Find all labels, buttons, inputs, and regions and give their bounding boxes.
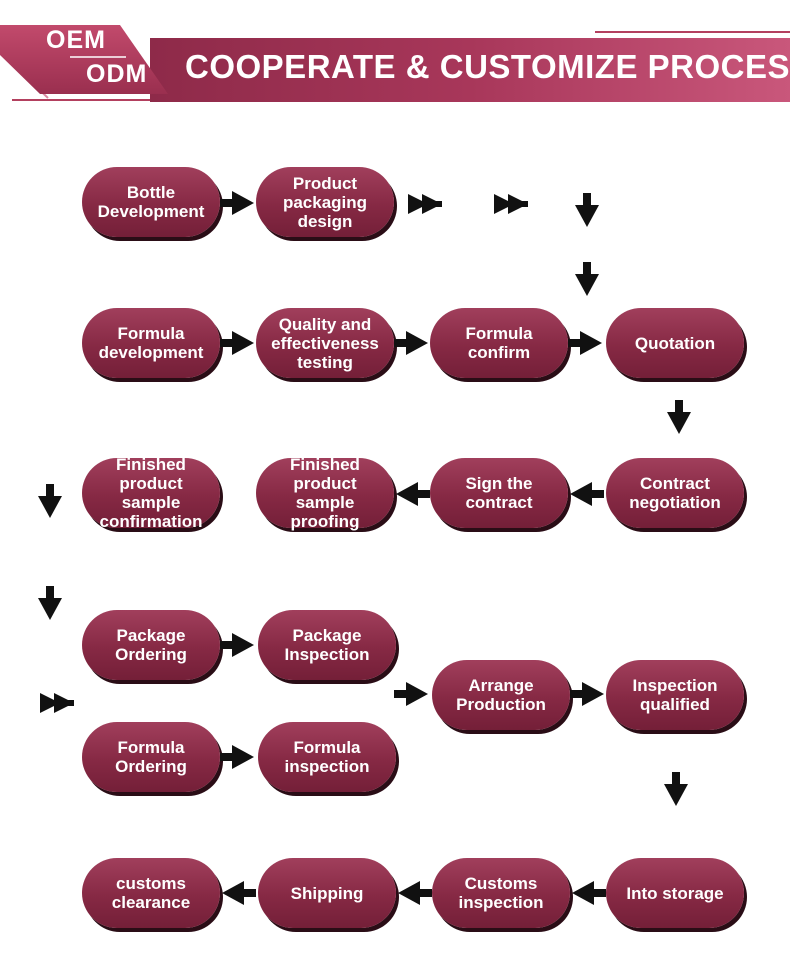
step-shipping: Shipping: [258, 858, 396, 928]
banner-background: [0, 25, 790, 102]
double-arrow-right: [408, 194, 442, 214]
step-finished-sample-proofing: Finished product sample proofing: [256, 455, 394, 531]
step-finished-sample-confirmation: Finished product sample confirmation: [82, 455, 220, 531]
step-customs-inspection: Customs inspection: [432, 858, 570, 928]
step-label: Product packaging design: [282, 173, 368, 231]
page-title: COOPERATE & CUSTOMIZE PROCESS: [185, 48, 790, 85]
arrow-right: [568, 331, 602, 355]
step-inspection-qualified: Inspection qualified: [606, 660, 744, 730]
step-formula-development: Formula development: [82, 308, 220, 378]
step-label: Formula confirm: [465, 324, 533, 362]
step-bottle-development: Bottle Development: [82, 167, 220, 237]
arrow-down: [667, 400, 691, 434]
arrow-right: [220, 633, 254, 657]
step-label: Formula inspection: [284, 738, 370, 776]
arrow-down: [575, 262, 599, 296]
arrow-right: [570, 682, 604, 706]
arrow-down: [575, 193, 599, 227]
header-banner: OEM ODM COOPERATE & CUSTOMIZE PROCESS: [0, 0, 790, 110]
step-label: Shipping: [290, 883, 364, 903]
step-customs-clearance: customs clearance: [82, 858, 220, 928]
step-label: Finished product sample confirmation: [99, 455, 203, 531]
step-label: Package Inspection: [284, 626, 370, 664]
step-label: Formula development: [98, 324, 204, 362]
arrow-left: [222, 881, 256, 905]
arrow-right: [394, 682, 428, 706]
arrow-right: [220, 191, 254, 215]
step-label: Inspection qualified: [632, 676, 718, 714]
step-label: Finished product sample proofing: [290, 455, 360, 531]
step-label: Contract negotiation: [629, 474, 721, 512]
step-formula-inspection: Formula inspection: [258, 722, 396, 792]
odm-label: ODM: [86, 60, 148, 88]
arrow-right: [394, 331, 428, 355]
arrow-left: [570, 482, 604, 506]
double-arrow-right: [494, 194, 528, 214]
arrow-down: [38, 484, 62, 518]
step-arrange-production: Arrange Production: [432, 660, 570, 730]
step-contract-negotiation: Contract negotiation: [606, 458, 744, 528]
step-label: customs clearance: [111, 874, 191, 912]
step-label: Bottle Development: [97, 183, 205, 221]
step-product-packaging-design: Product packaging design: [256, 167, 394, 237]
step-into-storage: Into storage: [606, 858, 744, 928]
step-quotation: Quotation: [606, 308, 744, 378]
step-package-inspection: Package Inspection: [258, 610, 396, 680]
step-label: Arrange Production: [456, 676, 546, 714]
oem-label: OEM: [46, 26, 106, 54]
step-label: Formula Ordering: [115, 738, 187, 776]
step-label: Quality and effectiveness testing: [271, 314, 379, 372]
step-label: Sign the contract: [465, 474, 533, 512]
step-label: Customs inspection: [458, 874, 544, 912]
step-label: Into storage: [626, 883, 724, 903]
step-quality-effectiveness-testing: Quality and effectiveness testing: [256, 308, 394, 378]
double-arrow-right: [40, 693, 74, 713]
arrow-right: [220, 745, 254, 769]
arrow-down: [38, 586, 62, 620]
step-formula-confirm: Formula confirm: [430, 308, 568, 378]
step-sign-contract: Sign the contract: [430, 458, 568, 528]
step-label: Package Ordering: [115, 626, 187, 664]
arrow-right: [220, 331, 254, 355]
step-formula-ordering: Formula Ordering: [82, 722, 220, 792]
arrow-left: [398, 881, 432, 905]
step-package-ordering: Package Ordering: [82, 610, 220, 680]
arrow-left: [572, 881, 606, 905]
arrow-down: [664, 772, 688, 806]
step-label: Quotation: [634, 333, 716, 353]
arrow-left: [396, 482, 430, 506]
